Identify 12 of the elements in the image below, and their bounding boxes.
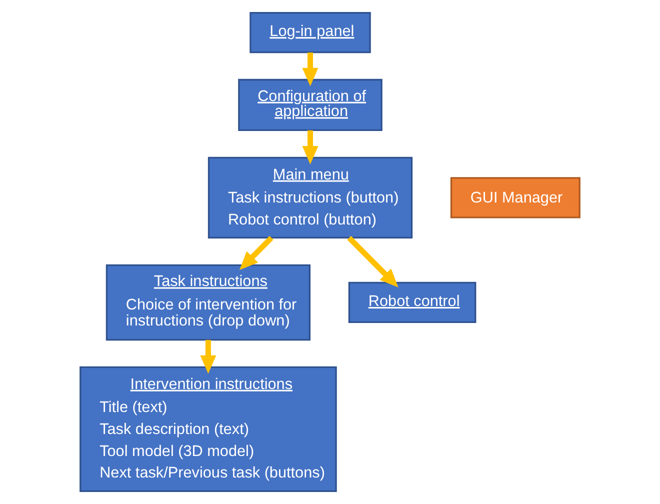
arrow (347, 236, 398, 288)
arrow (239, 236, 274, 270)
node-box: Log-in panel (250, 12, 371, 54)
node-box: Robot control (348, 282, 476, 324)
node-box: Main menu Task instructions (button) Robot control (button) (208, 156, 413, 239)
node-box: Task instructions Choice of intervention for instructions (drop down) (106, 264, 311, 341)
arrow (302, 52, 318, 86)
arrow (302, 130, 318, 164)
node-box: Intervention instructions Title (text) Task description (text) Tool model (3D model) Next task/Previous task (buttons) (80, 366, 337, 492)
node-box: Configuration of application (238, 78, 382, 132)
node-box: GUI Manager (450, 177, 580, 218)
arrow (200, 340, 216, 374)
